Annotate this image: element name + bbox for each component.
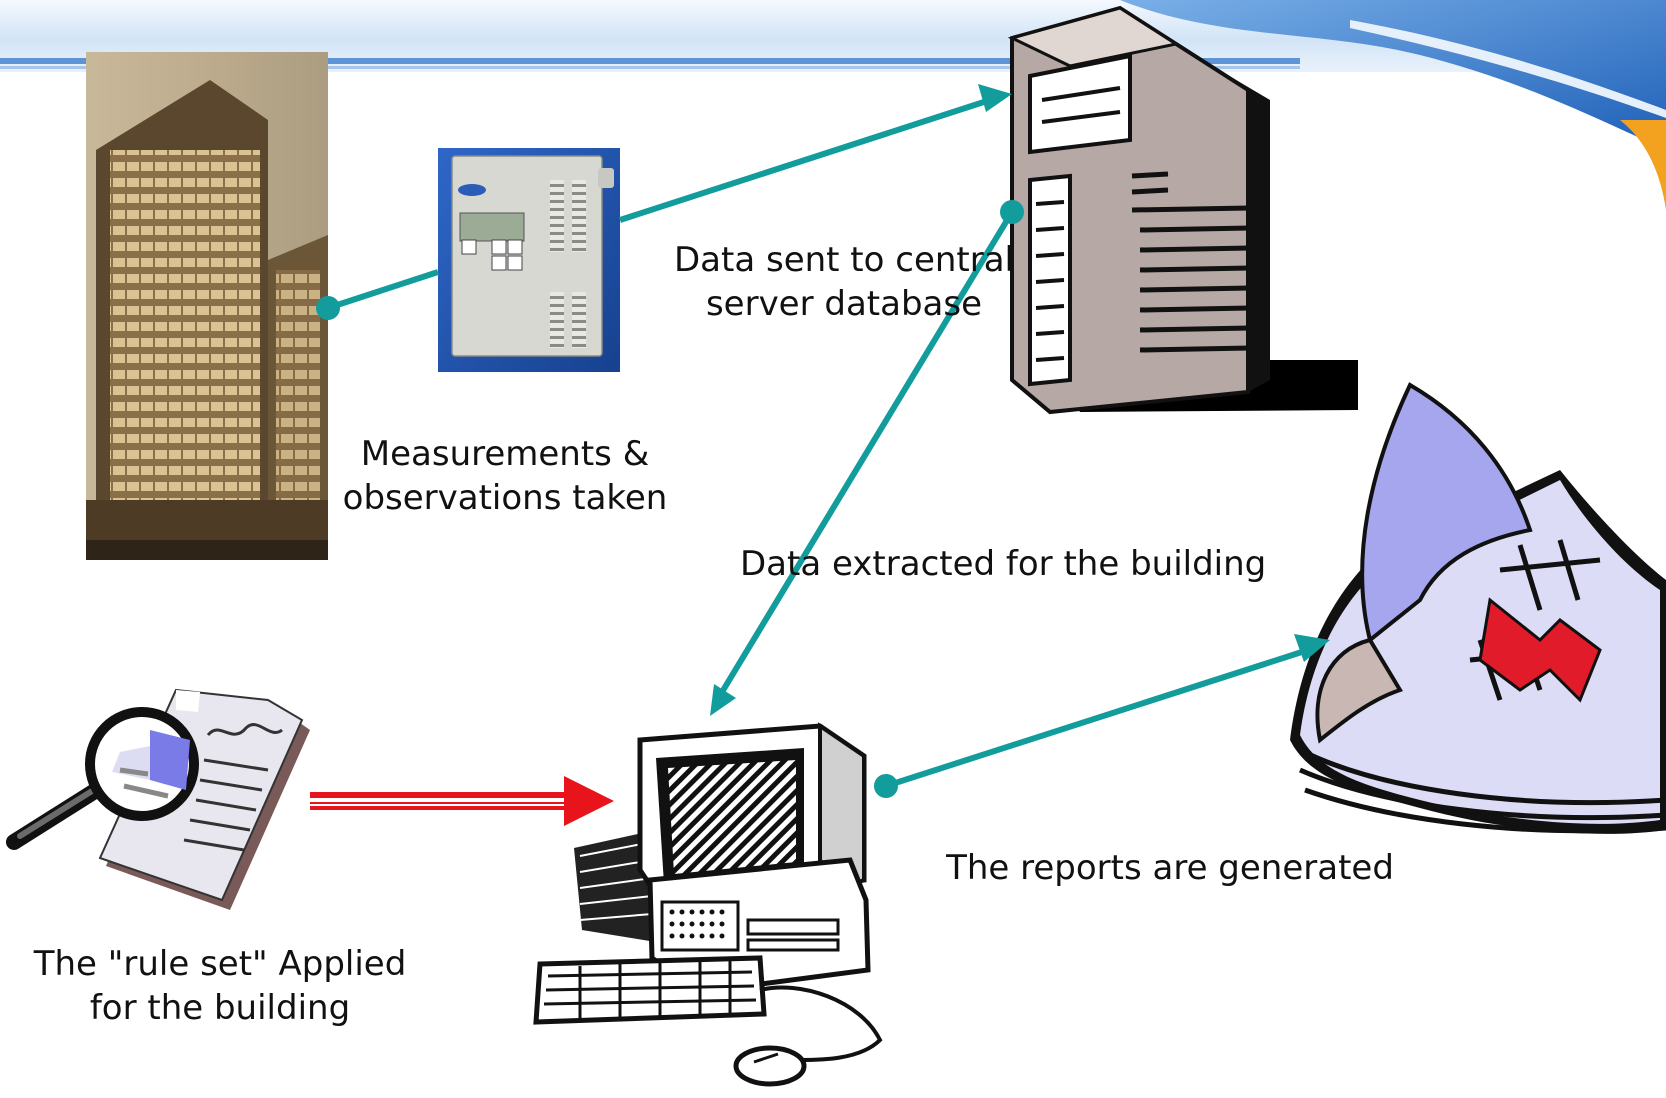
header-swoosh [1120,0,1666,210]
label-measurements-line2: observations taken [342,478,668,518]
magnifier-document-icon [6,688,310,910]
label-rule-set-line1: The "rule set" Applied [33,944,407,984]
label-measurements-line1: Measurements & [360,434,650,474]
label-data-sent-line2: server database [705,284,983,324]
connector-building-monitor [316,269,439,320]
label-measurements: Measurements & observations taken [330,432,680,520]
label-data-sent: Data sent to central server database [664,238,1024,326]
connector-monitor-server [619,84,1012,223]
connector-server-computer [710,200,1024,716]
rule-set-arrow [310,776,614,826]
connector-computer-report [874,634,1330,798]
report-document-icon [1290,382,1666,834]
label-reports-text: The reports are generated [946,848,1394,888]
label-rule-set: The "rule set" Applied for the building [30,942,410,1030]
server-tower-icon [1007,5,1358,415]
desktop-computer-icon [533,722,883,1087]
label-data-extracted-text: Data extracted for the building [740,544,1267,584]
label-data-sent-line1: Data sent to central [674,240,1014,280]
label-reports-generated: The reports are generated [940,846,1400,890]
label-data-extracted: Data extracted for the building [740,542,1267,586]
air-quality-monitor-icon [438,148,620,372]
office-building-photo [86,52,328,560]
label-rule-set-line2: for the building [89,988,351,1028]
